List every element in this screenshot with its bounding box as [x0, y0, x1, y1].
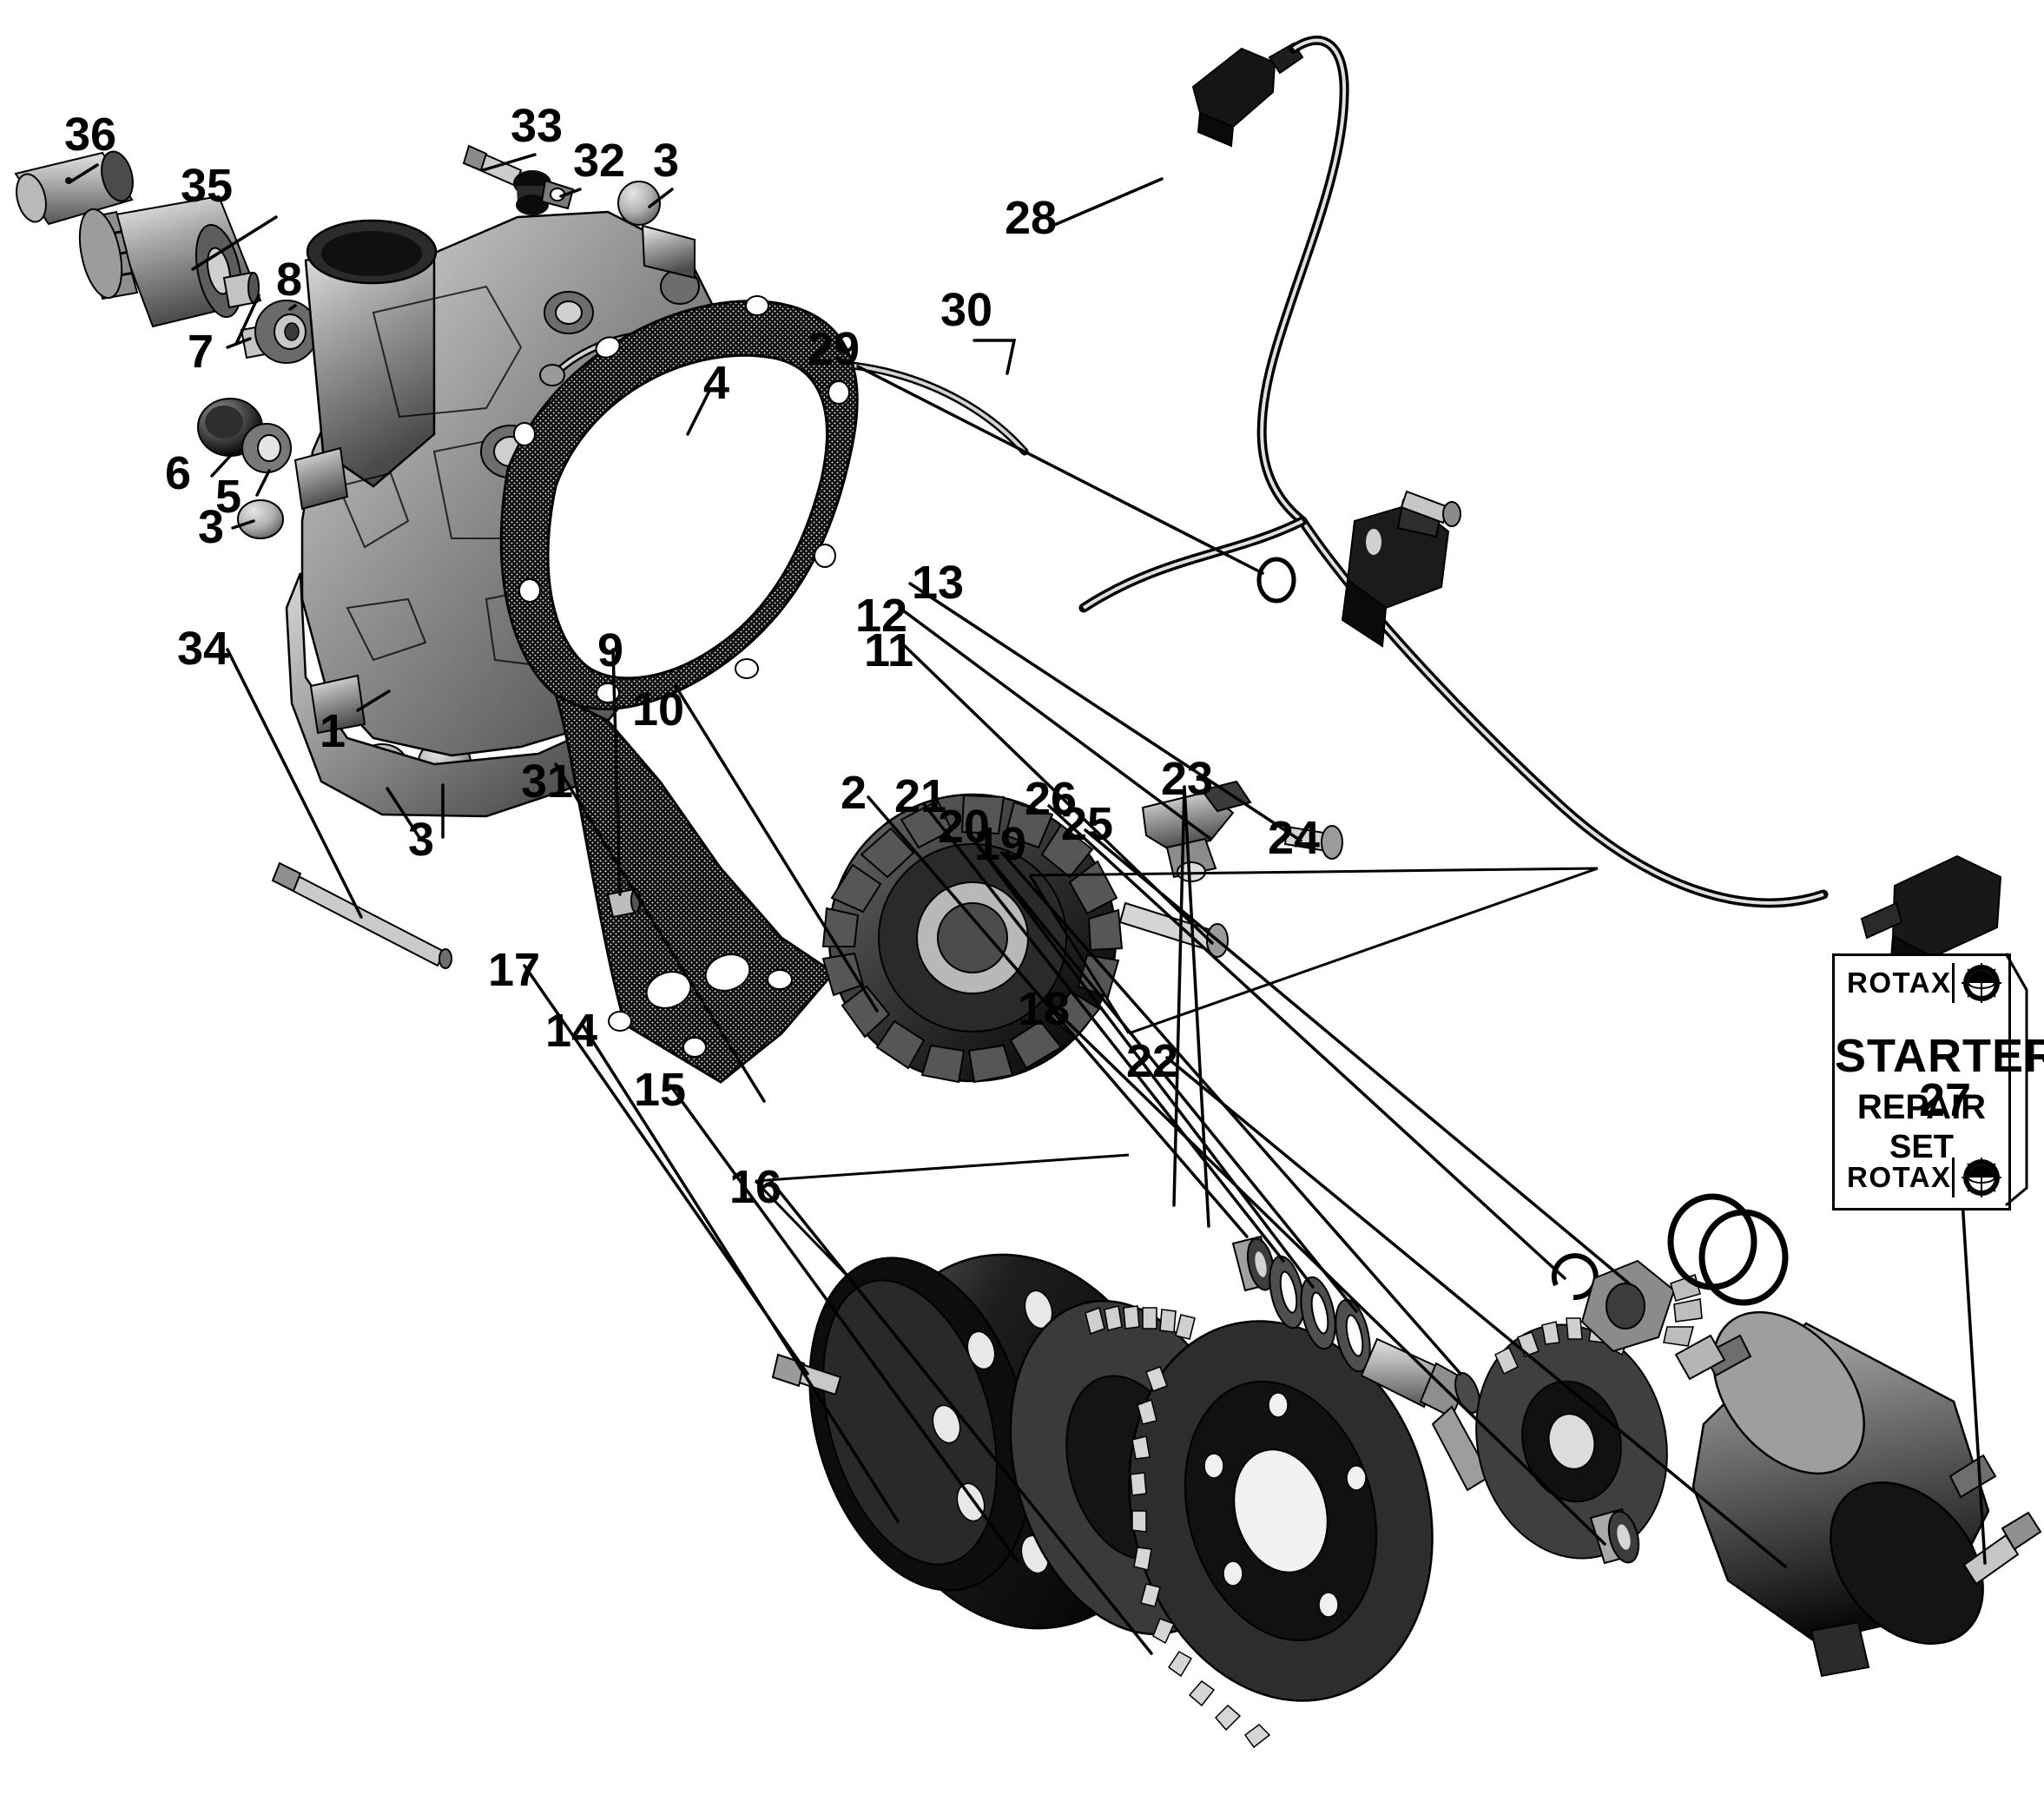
- callout-electric-starter-motor: 22: [1126, 1035, 1179, 1087]
- callout-starter-clutch-sprag: 15: [634, 1064, 687, 1116]
- part-31-magneto-cover-gasket: [499, 295, 859, 1084]
- callout-oil-seal: 5: [215, 471, 242, 523]
- part-36-starter-shaft-pin: [14, 150, 134, 226]
- rotax-wordmark-top: ROTAX: [1847, 966, 1952, 999]
- part-18-bushing-idle-gear: [1589, 1507, 1640, 1565]
- part-27-screw-starter-motor: [1962, 1511, 2042, 1586]
- part-25-starter-pinion-gear: [1580, 1259, 1703, 1353]
- rotax-globe-icon-top: [1955, 961, 2008, 1005]
- part-10-stator-assembly: [821, 793, 1124, 1084]
- callout-oil-nozzle: 32: [573, 135, 626, 187]
- part-21-washer: [1269, 1255, 1305, 1329]
- rotax-brand-row-top: ROTAX: [1835, 956, 2008, 1010]
- callout-screw-banjo: 33: [511, 100, 564, 152]
- callout-ball-bearing: 8: [276, 254, 303, 306]
- part-16-ring-gear: [1128, 1320, 1434, 1749]
- callout-bushing: 2: [841, 767, 867, 819]
- callout-oil-seal-cap: 6: [165, 447, 192, 499]
- callout-screw-starter-motor: 27: [1919, 1074, 1972, 1126]
- rotax-wordmark-bottom: ROTAX: [1847, 1161, 1952, 1193]
- callout-o-ring-sensor: 29: [808, 323, 860, 375]
- callout-screw-wire-clamp: 13: [912, 557, 965, 609]
- callout-long-bolt: 34: [177, 623, 230, 675]
- part-5-oil-seal: [241, 423, 292, 473]
- rotax-divider-top: [1952, 963, 1955, 1003]
- part-8-ball-bearing: [254, 300, 319, 364]
- rotax-divider-bottom: [1952, 1158, 1955, 1197]
- part-35-starter-drive-gear-shaft: [78, 195, 262, 328]
- callout-shim-washer: 20: [938, 801, 991, 853]
- rotax-brand-row-bottom: ROTAX: [1835, 1151, 2008, 1204]
- callout-plug-cap: 3: [653, 135, 680, 187]
- label-line-set: SET: [1889, 1129, 1954, 1165]
- part-9-dowel-pin-small: [606, 887, 641, 919]
- callout-magneto-wiring-harness: 28: [1005, 192, 1058, 244]
- rotax-starter-repair-set-label: ROTAX STARTER: [1832, 953, 2044, 1211]
- callout-flywheel-rotor: 14: [545, 1005, 598, 1057]
- callout-oil-pipe: 4: [703, 357, 730, 409]
- callout-starter-repair-set: 24: [1268, 812, 1321, 864]
- callout-stator-assembly: 10: [632, 683, 685, 736]
- callout-starter-shaft-pin: 36: [64, 109, 117, 161]
- callout-bushing-idle-gear: 18: [1018, 983, 1071, 1035]
- harness-connector-top: [1191, 42, 1304, 148]
- callout-plug-cap: 3: [198, 501, 225, 553]
- callout-starter-drive-gear-shaft: 35: [181, 160, 234, 212]
- callout-dowel-pin-small: 9: [597, 624, 624, 676]
- callout-screw-stator: 11: [864, 624, 914, 676]
- part-30-crankshaft-position-sensor-screw: [1400, 490, 1461, 527]
- part-29-o-ring-sensor: [1256, 557, 1296, 604]
- callout-crankshaft-position-sensor-screw: 30: [940, 284, 993, 336]
- rotax-globe-icon-bottom: [1955, 1156, 2008, 1199]
- callout-washer: 21: [894, 770, 947, 822]
- callout-wire-retainer-bracket: 12: [855, 590, 908, 642]
- leader-lines: [68, 153, 1987, 1655]
- callout-o-ring-set: 23: [1161, 753, 1214, 805]
- callout-starter-idle-shaft: 19: [974, 818, 1027, 870]
- callout-circlip: 26: [1025, 773, 1078, 825]
- callout-dowel-pin: 7: [188, 326, 214, 378]
- part-22-electric-starter-motor: [1674, 1310, 1997, 1678]
- callout-starter-pinion-gear: 25: [1061, 798, 1114, 850]
- part-13-screw-wire-clamp: [1283, 825, 1343, 860]
- callout-screw-flywheel: 17: [488, 944, 541, 996]
- part-2-bushing: [1231, 1235, 1276, 1292]
- callout-magneto-cover-gasket: 31: [521, 755, 574, 808]
- part-32-oil-nozzle: [513, 170, 575, 215]
- callout-ring-gear: 16: [729, 1161, 782, 1213]
- label-line-repair: REPAIR: [1856, 1088, 1987, 1126]
- callout-plug-cap: 3: [408, 814, 435, 866]
- callout-magneto-cover-crankcase: 1: [320, 705, 346, 757]
- part-23-o-ring-set: [1667, 1193, 1789, 1306]
